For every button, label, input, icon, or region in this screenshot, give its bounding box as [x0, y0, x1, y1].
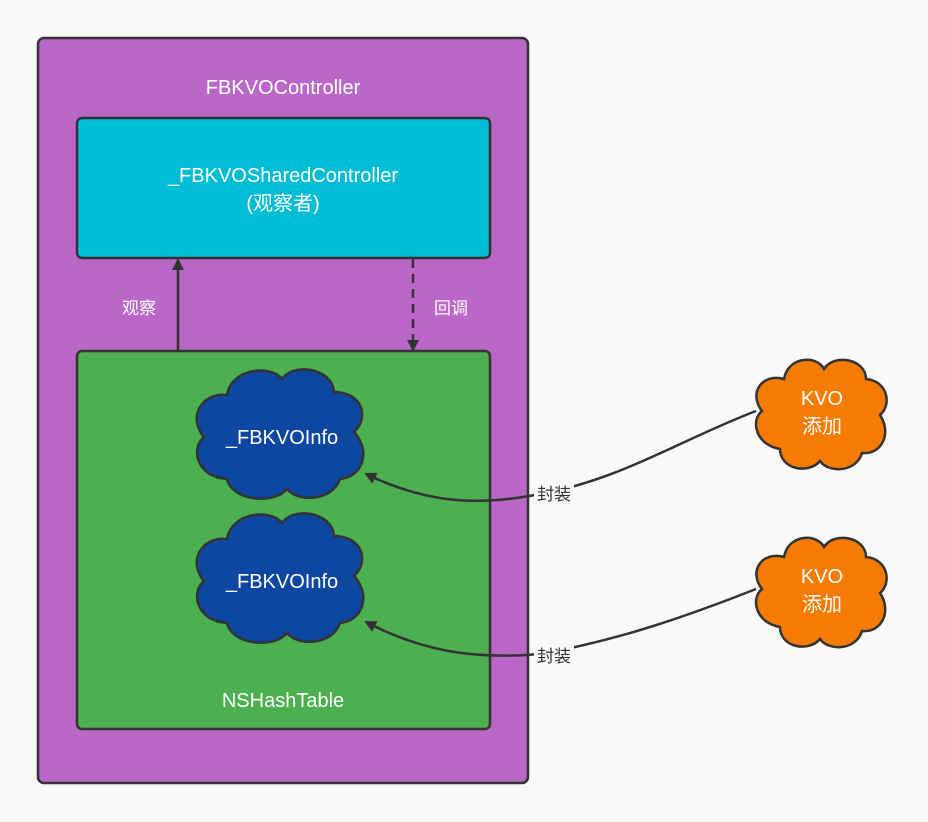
- callback-label: 回调: [434, 299, 468, 318]
- kvo-add-node-2[interactable]: KVO 添加: [754, 536, 888, 649]
- cloud-shape: [754, 536, 888, 649]
- fbkvocontroller-label: FBKVOController: [206, 77, 361, 99]
- cloud-shape: [754, 358, 888, 471]
- wrap-label-2: 封装: [537, 647, 571, 666]
- fbkvoinfo-node-1[interactable]: _FBKVOInfo: [195, 368, 365, 500]
- cloud-shape: [195, 512, 365, 644]
- kvo-add-label-2b: 添加: [802, 593, 842, 616]
- shared-controller-box[interactable]: [75, 116, 492, 260]
- kvo-add-label-1a: KVO: [801, 388, 843, 410]
- shared-controller-label: _FBKVOSharedController: [167, 165, 398, 187]
- shared-controller-sublabel: (观察者): [246, 192, 319, 215]
- wrap-label-1: 封装: [537, 485, 571, 504]
- observe-label: 观察: [122, 299, 156, 318]
- kvo-add-node-1[interactable]: KVO 添加: [754, 358, 888, 471]
- kvo-add-label-1b: 添加: [802, 415, 842, 438]
- fbkvoinfo-node-2[interactable]: _FBKVOInfo: [195, 512, 365, 644]
- nshashtable-label: NSHashTable: [222, 690, 344, 712]
- kvo-add-label-2a: KVO: [801, 566, 843, 588]
- wrap-label-bg-2: [534, 643, 574, 667]
- cloud-shape: [195, 368, 365, 500]
- fbkvoinfo-label-2: _FBKVOInfo: [225, 571, 338, 593]
- fbkvoinfo-label-1: _FBKVOInfo: [225, 427, 338, 449]
- wrap-label-bg-1: [534, 481, 574, 505]
